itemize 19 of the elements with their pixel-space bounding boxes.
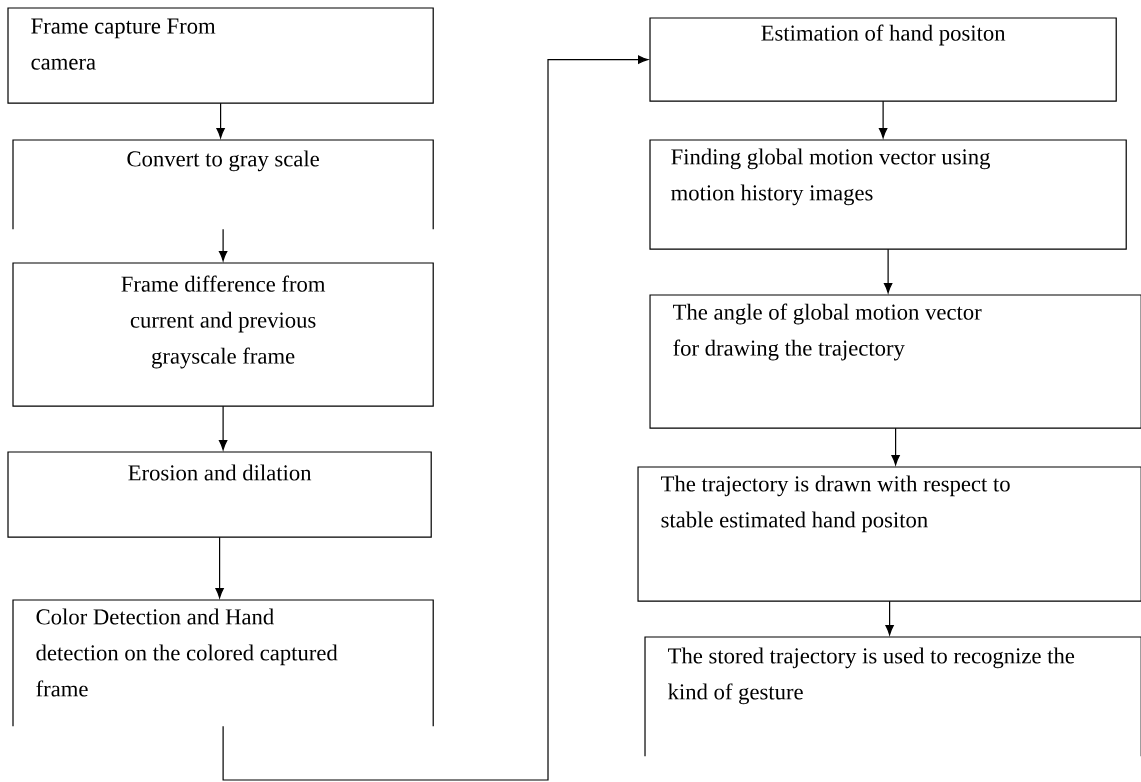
process-box: Finding global motion vector using motion history images xyxy=(649,139,1127,250)
arrow xyxy=(883,248,893,294)
arrow xyxy=(878,100,888,139)
arrow xyxy=(222,55,649,781)
process-box: The trajectory is drawn with respect to stable estimated hand positon xyxy=(637,466,1141,602)
arrow xyxy=(891,427,900,466)
process-box: Frame difference from current and previous grayscale frame xyxy=(12,262,434,407)
arrow xyxy=(216,102,225,139)
arrow xyxy=(885,600,894,636)
arrow xyxy=(215,536,224,599)
process-box: The stored trajectory is used to recognize the kind of gesture xyxy=(644,636,1141,757)
process-box: Frame capture From camera xyxy=(7,7,434,104)
arrow xyxy=(218,405,228,451)
process-box: Color Detection and Hand detection on the colored captured frame xyxy=(12,599,434,727)
process-box: Convert to gray scale xyxy=(12,139,434,230)
process-box: Erosion and dilation xyxy=(7,451,432,538)
process-box: The angle of global motion vector for drawing the trajectory xyxy=(649,294,1141,429)
arrow xyxy=(218,228,228,262)
process-box: Estimation of hand positon xyxy=(649,17,1117,102)
